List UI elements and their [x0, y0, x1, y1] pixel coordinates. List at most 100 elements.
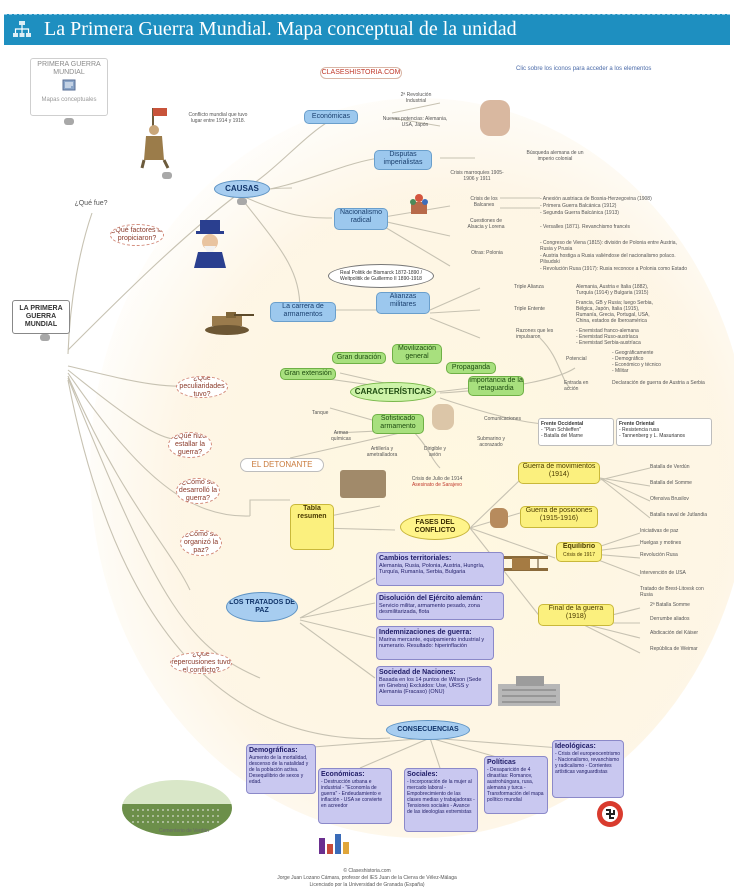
- intro-box-title: PRIMERA GUERRA MUNDIAL: [37, 61, 101, 76]
- tratados-node[interactable]: LOS TRATADOS DE PAZ: [226, 592, 298, 622]
- economicas-cons-node[interactable]: Económicas: - Destrucción urbana e indus…: [318, 768, 392, 824]
- te-item-1: Francia, GB y Rusia; luego Serbia,: [576, 300, 653, 306]
- demograficas-node[interactable]: Demográficas: Aumento de la mortalidad, …: [246, 744, 316, 794]
- chart-image[interactable]: [316, 830, 356, 856]
- portrait-image[interactable]: [432, 404, 454, 430]
- league-building-image[interactable]: [496, 670, 562, 710]
- alianzas-node[interactable]: Alianzas militares: [376, 292, 430, 314]
- indemnizaciones-node[interactable]: Indemnizaciones de guerra: Marina mercan…: [376, 626, 494, 660]
- flag-icon: [597, 801, 623, 827]
- polonia-item-2: - Austria hostiga a Rusia valiéndose del…: [540, 253, 676, 265]
- frente-oriental-item-2: - Tannenberg y L. Masurianos: [619, 433, 686, 439]
- carrera-node[interactable]: La carrera de armamentos: [270, 302, 336, 322]
- consecuencias-label: CONSECUENCIAS: [397, 726, 459, 733]
- detonante-item-link[interactable]: Asesinato de Sarajevo: [411, 482, 463, 488]
- caracteristicas-node[interactable]: CARACTERÍSTICAS: [350, 382, 436, 402]
- sociedad-node[interactable]: Sociedad de Naciones: Basada en los 14 p…: [376, 666, 492, 706]
- movimientos-node[interactable]: Guerra de movimientos (1914): [518, 462, 600, 484]
- sofisticado-label: Sofisticado armamento: [380, 415, 416, 430]
- nacionalismo-node[interactable]: Nacionalismo radical: [334, 208, 388, 230]
- sociedad-text: Basada en los 14 puntos de Wilson (Sede …: [379, 677, 482, 695]
- cathedral-image[interactable]: [408, 190, 430, 214]
- retaguardia-label: Importancia de la retaguardia: [469, 377, 523, 392]
- comunicaciones-label: Comunicaciones: [484, 416, 521, 422]
- eco-item-3: Búsqueda alemana de un imperio colonial: [526, 150, 584, 162]
- movilizacion-node[interactable]: Movilización general: [392, 344, 442, 364]
- economicas-node[interactable]: Económicas: [304, 110, 358, 124]
- disputas-item: Crisis marroquíes 1905-1906 y 1911: [450, 170, 504, 182]
- intro-box[interactable]: PRIMERA GUERRA MUNDIAL Mapas conceptuale…: [30, 58, 108, 116]
- fases-item-5: Iniciativas de paz: [640, 528, 679, 534]
- figure-image[interactable]: [480, 100, 510, 136]
- conflict-description: Conflicto mundial que tuvo lugar entre 1…: [188, 112, 248, 124]
- frente-occidental-title: Frente Occidental: [541, 421, 584, 427]
- claseshistoria-badge[interactable]: CLASESHISTORIA.COM: [320, 67, 402, 79]
- cambios-node[interactable]: Cambios territoriales: Alemania, Rusia, …: [376, 552, 504, 586]
- disolucion-text: Servicio militar, armamento pesado, zona…: [379, 603, 480, 615]
- retaguardia-node[interactable]: Importancia de la retaguardia: [468, 376, 524, 396]
- razones-label: Razones que les impulsaron: [516, 328, 554, 340]
- soldier-poster-image[interactable]: [138, 100, 178, 170]
- frente-occidental-box: Frente Occidental - "Plan Schlieffen" - …: [538, 418, 614, 446]
- causas-link-icon[interactable]: [237, 198, 247, 205]
- propaganda-label: Propaganda: [451, 364, 491, 371]
- building-icon: [498, 676, 560, 706]
- equilibrio-node[interactable]: Equilibrio Crisis de 1917: [556, 542, 602, 562]
- propaganda-node[interactable]: Propaganda: [446, 362, 496, 374]
- sociedad-title: Sociedad de Naciones:: [379, 669, 456, 676]
- badge-text: CLASESHISTORIA.COM: [321, 69, 401, 76]
- realpolitik-label: Real Politik de Bismarck 1872-1890 / Wel…: [340, 270, 422, 282]
- footer-copyright: © Claseshistoria.com: [343, 868, 391, 874]
- uncle-sam-poster-image[interactable]: [188, 218, 232, 268]
- eco-item-1: 2ª Revolución Industrial: [400, 92, 432, 104]
- concept-map-connectors: [67, 98, 734, 838]
- fases-node[interactable]: FASES DEL CONFLICTO: [400, 514, 470, 540]
- tanque-label: Tanque: [312, 410, 329, 416]
- demograficas-title: Demográficas:: [249, 747, 298, 754]
- detonante-item: Crisis de Julio de 1914 Asesinato de Sar…: [402, 476, 472, 488]
- politicas-node[interactable]: Políticas - Desaparición de 4 dinastías:…: [484, 756, 548, 814]
- disolucion-node[interactable]: Disolución del Ejército alemán: Servicio…: [376, 592, 504, 620]
- posiciones-node[interactable]: Guerra de posiciones (1915-1916): [520, 506, 598, 528]
- triple-alianza-label: Triple Alianza: [514, 284, 544, 290]
- officer-image[interactable]: [490, 508, 508, 528]
- question-trigger: ¿Qué hizo estallar la guerra?: [168, 432, 212, 458]
- potencial-item-3: - Económico y técnico: [612, 362, 661, 368]
- final-label: Final de la guerra (1918): [548, 605, 604, 620]
- fases-item-3: Ofensiva Brusilov: [650, 496, 689, 502]
- sarajevo-image[interactable]: [340, 470, 386, 498]
- tabla-resumen-node[interactable]: Tabla resumen: [290, 504, 334, 550]
- gran-extension-node[interactable]: Gran extensión: [280, 368, 336, 380]
- realpolitik-node[interactable]: Real Politik de Bismarck 1872-1890 / Wel…: [328, 264, 434, 288]
- potencial-label: Potencial: [566, 356, 587, 362]
- causas-node[interactable]: CAUSAS: [214, 180, 270, 198]
- nacionalismo-label: Nacionalismo radical: [339, 209, 383, 224]
- fases-item-10: 2ª Batalla Somme: [650, 602, 690, 608]
- question-what: ¿Qué fue?: [70, 196, 112, 212]
- gran-duracion-node[interactable]: Gran duración: [332, 352, 386, 364]
- main-topic-link-icon[interactable]: [40, 334, 50, 341]
- consecuencias-node[interactable]: CONSECUENCIAS: [386, 720, 470, 740]
- sociales-node[interactable]: Sociales: - Incorporación de la mujer al…: [404, 768, 478, 832]
- sofisticado-node[interactable]: Sofisticado armamento: [372, 414, 424, 434]
- fases-item-13: República de Weimar: [650, 646, 698, 652]
- frente-occidental-item-2: - Batalla del Marne: [541, 433, 583, 439]
- conflict-link-icon[interactable]: [162, 172, 172, 179]
- footer-university: Licenciado por la Universidad de Granada…: [309, 882, 425, 888]
- disputas-node[interactable]: Disputas imperialistas: [374, 150, 432, 170]
- ta-item-1: Alemania, Austria e Italia (1882),: [576, 284, 649, 290]
- disputas-label: Disputas imperialistas: [383, 151, 423, 166]
- frente-oriental-item-1: - Resistencia rusa: [619, 427, 660, 433]
- detonante-node[interactable]: EL DETONANTE: [240, 458, 324, 472]
- intro-box-link-icon[interactable]: [64, 118, 74, 125]
- equilibrio-label: Equilibrio: [562, 543, 596, 550]
- document-icon: [62, 79, 76, 91]
- final-node[interactable]: Final de la guerra (1918): [538, 604, 614, 626]
- indemnizaciones-text: Marina mercante, equipamiento industrial…: [379, 637, 485, 649]
- swastika-flag-image[interactable]: [596, 800, 624, 828]
- ideologicas-node[interactable]: Ideológicas: - Crisis del europeocentris…: [552, 740, 624, 798]
- tank-image[interactable]: [204, 310, 258, 336]
- gran-duracion-label: Gran duración: [336, 354, 382, 361]
- te-item-3: Rumanía, Grecia, Portugal, USA,: [576, 312, 650, 318]
- main-topic-node[interactable]: LA PRIMERA GUERRA MUNDIAL: [12, 300, 70, 334]
